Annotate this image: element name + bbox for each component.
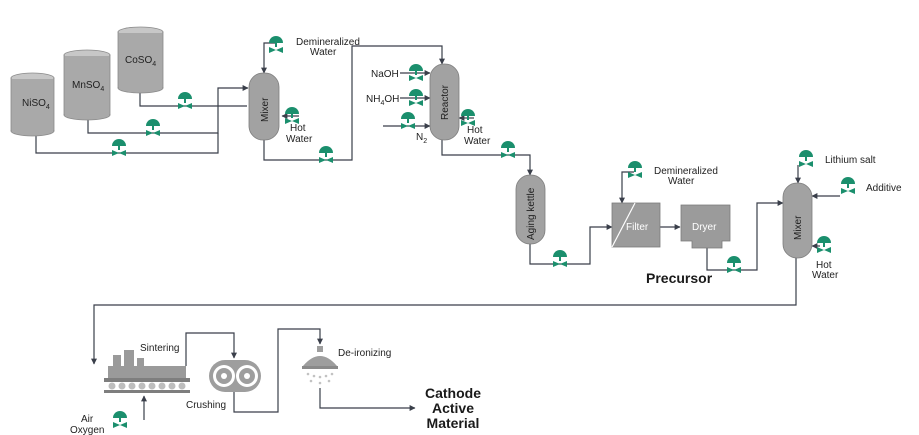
- svg-text:Air: Air: [81, 414, 94, 425]
- svg-text:Active: Active: [432, 400, 474, 416]
- de-ironizer: [302, 346, 338, 385]
- svg-text:Mixer: Mixer: [793, 215, 804, 240]
- valve-icon: [269, 36, 283, 53]
- aging-kettle: Aging kettle: [515, 174, 546, 245]
- tank-mnso4: MnSO4: [63, 49, 111, 121]
- valve-icon: [841, 177, 855, 194]
- svg-text:Dryer: Dryer: [692, 222, 717, 233]
- svg-text:Demineralized: Demineralized: [654, 166, 718, 177]
- svg-text:Cathode: Cathode: [425, 385, 481, 401]
- input-n2-label: N2: [416, 132, 427, 145]
- mixer-2: Mixer: [782, 182, 813, 259]
- svg-text:Hot: Hot: [467, 125, 483, 136]
- svg-text:CoSO4: CoSO4: [125, 55, 156, 68]
- de-ironizing-label: De-ironizing: [338, 348, 391, 359]
- svg-text:Water: Water: [286, 134, 313, 145]
- tank-niso4: NiSO4: [10, 72, 55, 137]
- svg-text:Aging kettle: Aging kettle: [526, 187, 537, 240]
- sintering-label: Sintering: [140, 343, 179, 354]
- svg-text:Reactor: Reactor: [440, 84, 451, 120]
- svg-text:Hot: Hot: [816, 260, 832, 271]
- svg-text:Water: Water: [668, 176, 695, 187]
- svg-text:Water: Water: [310, 47, 337, 58]
- mixer-1-demineralized-water-label: Demineralized Water: [296, 37, 360, 58]
- svg-text:Demineralized: Demineralized: [296, 37, 360, 48]
- svg-text:Filter: Filter: [626, 222, 649, 233]
- mixer-1: Mixer: [248, 72, 280, 141]
- crusher: [209, 360, 261, 392]
- pipes: [35, 42, 840, 420]
- reactor-hot-water-label: Hot Water: [464, 125, 491, 147]
- reactor: Reactor: [429, 63, 460, 141]
- svg-text:Water: Water: [464, 136, 491, 147]
- dryer: Dryer: [680, 204, 731, 249]
- svg-text:Mixer: Mixer: [260, 97, 271, 122]
- input-naoh-label: NaOH: [371, 69, 399, 80]
- mixer-2-hot-water-label: Hot Water: [812, 260, 839, 281]
- tank-coso4: CoSO4: [117, 26, 164, 94]
- precursor-label: Precursor: [646, 270, 713, 286]
- mixer-1-hot-water-label: Hot Water: [286, 123, 313, 145]
- valve-icon: [628, 161, 642, 178]
- svg-text:Material: Material: [427, 415, 480, 431]
- cathode-active-material-label: Cathode Active Material: [425, 385, 481, 431]
- input-nh4oh-label: NH4OH: [366, 94, 399, 107]
- lithium-salt-label: Lithium salt: [825, 155, 876, 166]
- svg-text:NiSO4: NiSO4: [22, 98, 50, 111]
- sintering-furnace: [104, 350, 190, 393]
- air-oxygen-label: Air Oxygen: [70, 414, 104, 435]
- svg-text:Hot: Hot: [290, 123, 306, 134]
- valve-icon: [113, 411, 127, 428]
- svg-text:Oxygen: Oxygen: [70, 425, 104, 435]
- svg-text:MnSO4: MnSO4: [72, 80, 104, 93]
- filter-demineralized-water-label: Demineralized Water: [654, 166, 718, 187]
- svg-text:Water: Water: [812, 270, 839, 281]
- valve-icon: [817, 236, 831, 253]
- crushing-label: Crushing: [186, 400, 226, 411]
- filter: Filter: [611, 202, 661, 248]
- valve-icon: [799, 150, 813, 167]
- additive-label: Additive: [866, 183, 902, 194]
